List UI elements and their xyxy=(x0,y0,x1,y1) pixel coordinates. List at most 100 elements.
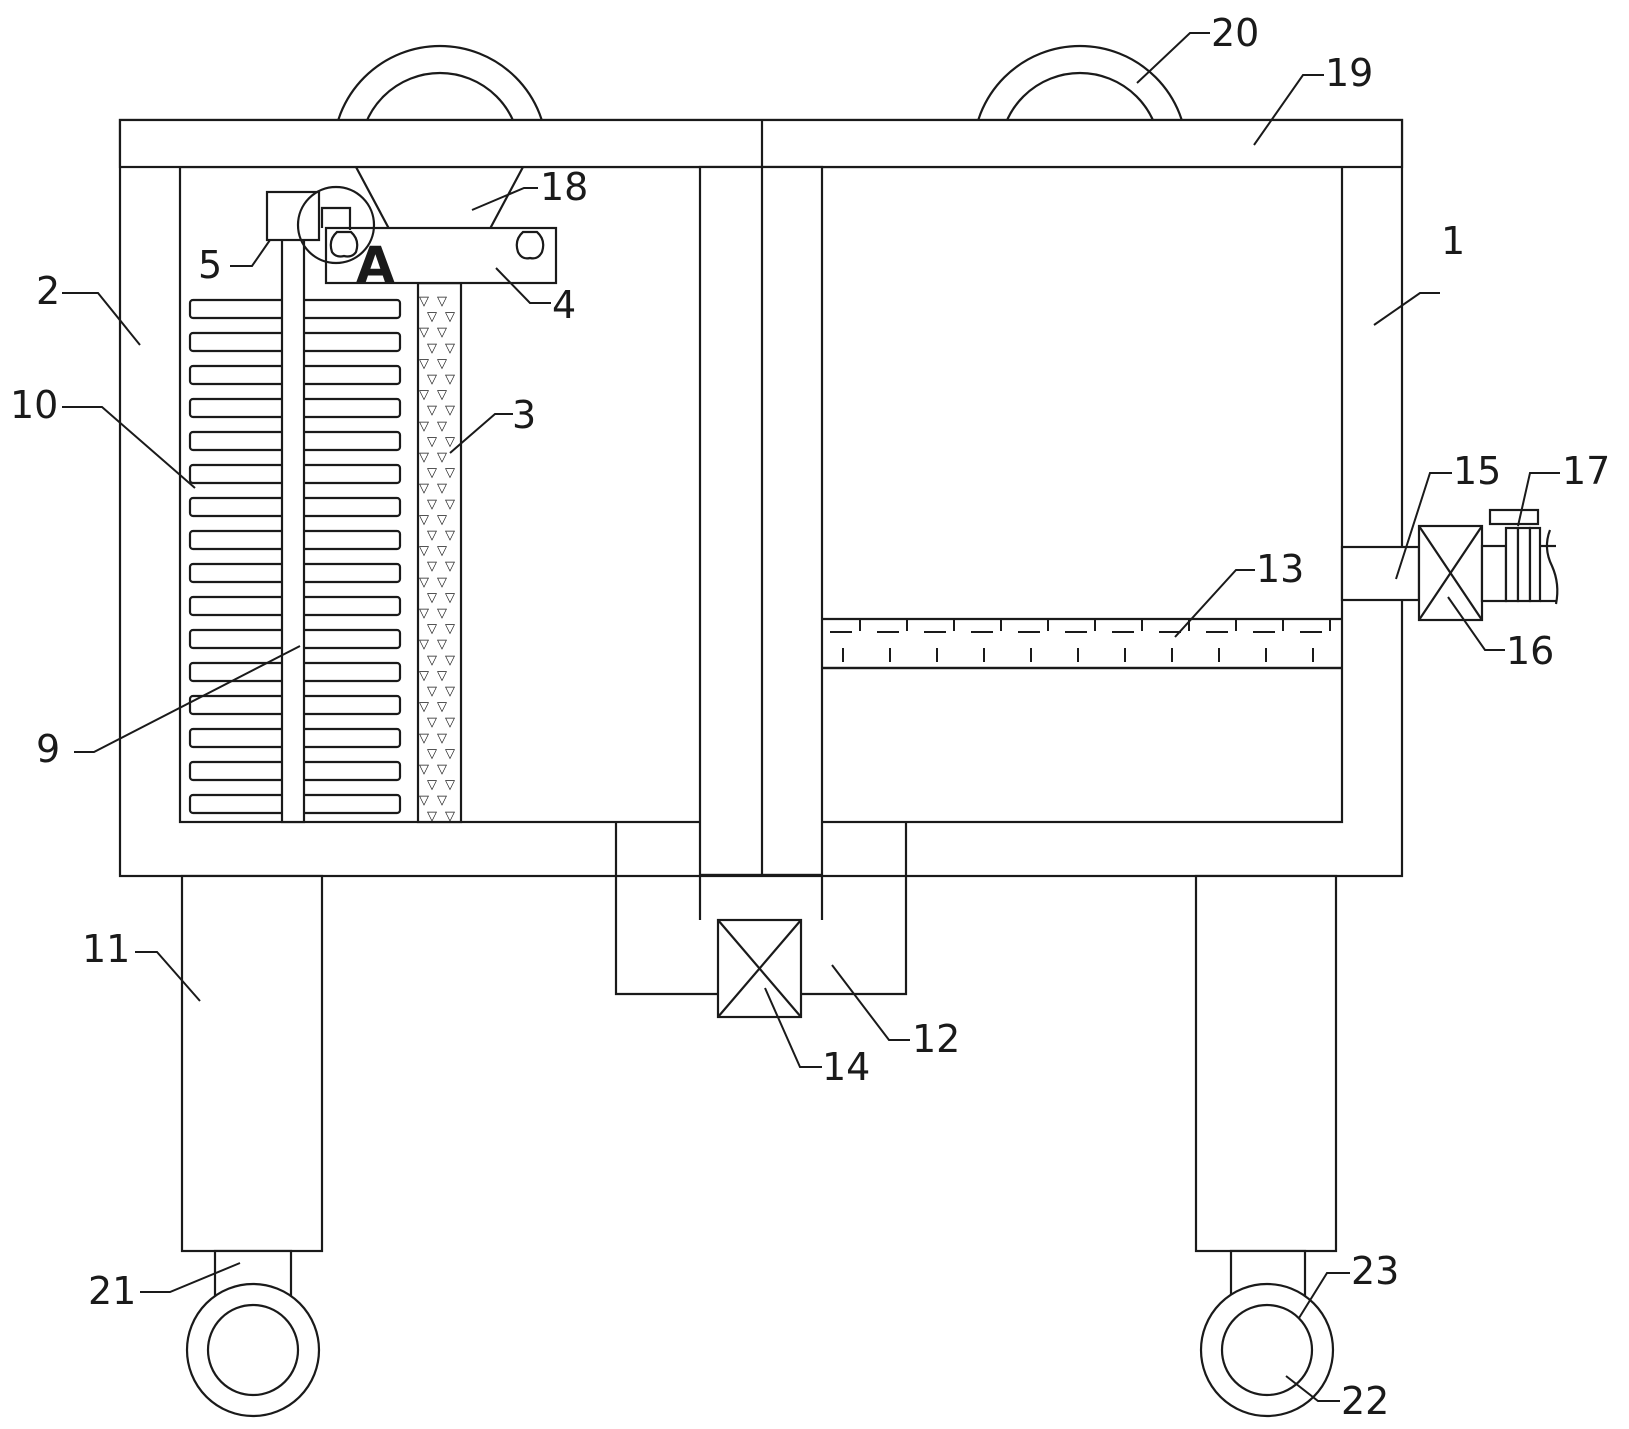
media-dot: ▽ xyxy=(419,731,429,746)
central-divider xyxy=(698,165,824,877)
media-dot: ▽ xyxy=(419,544,429,559)
media-dot: ▽ xyxy=(437,450,447,465)
media-dot: ▽ xyxy=(445,778,455,793)
media-dot: ▽ xyxy=(419,606,429,621)
media-dot: ▽ xyxy=(427,466,437,481)
callout-13: 13 xyxy=(1256,547,1304,591)
media-dot: ▽ xyxy=(437,762,447,777)
media-dot: ▽ xyxy=(437,700,447,715)
media-dot: ▽ xyxy=(437,512,447,527)
filter-plate xyxy=(822,617,1342,670)
media-dot: ▽ xyxy=(437,793,447,808)
media-dot: ▽ xyxy=(437,606,447,621)
media-dot: ▽ xyxy=(445,528,455,543)
media-dot: ▽ xyxy=(437,544,447,559)
filter-ticks xyxy=(842,620,1331,662)
media-dot: ▽ xyxy=(437,325,447,340)
media-dot: ▽ xyxy=(437,388,447,403)
callout-14: 14 xyxy=(822,1045,870,1089)
media-dot: ▽ xyxy=(427,746,437,761)
bracket xyxy=(324,226,558,285)
callout-16: 16 xyxy=(1506,629,1554,673)
media-dot: ▽ xyxy=(427,809,437,824)
callout-17: 17 xyxy=(1562,449,1610,493)
detail-marker: A xyxy=(356,236,395,294)
callout-22: 22 xyxy=(1341,1379,1389,1423)
callout-10: 10 xyxy=(10,383,58,427)
media-dot: ▽ xyxy=(445,341,455,356)
callout-12: 12 xyxy=(912,1017,960,1061)
media-dot: ▽ xyxy=(437,575,447,590)
media-dot: ▽ xyxy=(419,700,429,715)
media-dot: ▽ xyxy=(445,653,455,668)
callout-21: 21 xyxy=(88,1269,136,1313)
clamp-detail xyxy=(296,185,376,265)
media-dot: ▽ xyxy=(427,622,437,637)
media-dot: ▽ xyxy=(419,668,429,683)
callout-9: 9 xyxy=(36,727,60,771)
media-dot: ▽ xyxy=(427,341,437,356)
leg-right xyxy=(1194,874,1338,1253)
media-dot: ▽ xyxy=(427,590,437,605)
media-dot: ▽ xyxy=(427,778,437,793)
media-dot: ▽ xyxy=(445,310,455,325)
media-dot: ▽ xyxy=(419,575,429,590)
media-dot: ▽ xyxy=(419,325,429,340)
media-dot: ▽ xyxy=(437,637,447,652)
media-dot: ▽ xyxy=(445,497,455,512)
leg-left xyxy=(180,874,324,1253)
callout-5: 5 xyxy=(198,243,222,287)
media-dot: ▽ xyxy=(427,528,437,543)
media-dot: ▽ xyxy=(445,684,455,699)
media-dot: ▽ xyxy=(437,294,447,309)
media-dot: ▽ xyxy=(419,356,429,371)
media-dot: ▽ xyxy=(419,419,429,434)
lid xyxy=(118,118,1404,169)
media-dot: ▽ xyxy=(419,512,429,527)
media-dot: ▽ xyxy=(437,356,447,371)
callout-4: 4 xyxy=(552,283,576,327)
hose-connector xyxy=(1480,508,1559,605)
media-dot: ▽ xyxy=(445,559,455,574)
media-dot: ▽ xyxy=(419,762,429,777)
media-dot: ▽ xyxy=(427,434,437,449)
media-dot: ▽ xyxy=(445,715,455,730)
media-dot: ▽ xyxy=(419,294,429,309)
media-dot: ▽ xyxy=(445,809,455,824)
callout-1: 1 xyxy=(1441,219,1465,263)
callout-23: 23 xyxy=(1351,1249,1399,1293)
drain-valve xyxy=(716,918,803,1019)
media-dot: ▽ xyxy=(437,668,447,683)
outlet-pipe xyxy=(1340,545,1421,602)
media-dot: ▽ xyxy=(445,746,455,761)
media-dot: ▽ xyxy=(419,793,429,808)
media-dot: ▽ xyxy=(445,466,455,481)
media-dot: ▽ xyxy=(427,715,437,730)
filter-column: ▽▽▽▽▽▽▽▽▽▽▽▽▽▽▽▽▽▽▽▽▽▽▽▽▽▽▽▽▽▽▽▽▽▽▽▽▽▽▽▽… xyxy=(416,281,463,824)
rotating-shaft xyxy=(280,218,306,824)
media-dot: ▽ xyxy=(427,684,437,699)
media-dot: ▽ xyxy=(419,388,429,403)
leader-lines xyxy=(62,32,1560,1402)
outlet-valve xyxy=(1417,524,1484,622)
callout-18: 18 xyxy=(540,165,588,209)
wheel-left xyxy=(185,1282,321,1418)
media-dot: ▽ xyxy=(445,403,455,418)
filter-media-dots: ▽▽▽▽▽▽▽▽▽▽▽▽▽▽▽▽▽▽▽▽▽▽▽▽▽▽▽▽▽▽▽▽▽▽▽▽▽▽▽▽… xyxy=(419,294,455,824)
media-dot: ▽ xyxy=(427,559,437,574)
callout-19: 19 xyxy=(1325,51,1373,95)
media-dot: ▽ xyxy=(445,590,455,605)
callout-15: 15 xyxy=(1453,449,1501,493)
media-dot: ▽ xyxy=(445,372,455,387)
media-dot: ▽ xyxy=(427,653,437,668)
motor xyxy=(265,190,321,242)
callout-3: 3 xyxy=(512,393,536,437)
media-dot: ▽ xyxy=(419,637,429,652)
media-dot: ▽ xyxy=(427,497,437,512)
media-dot: ▽ xyxy=(437,419,447,434)
media-dot: ▽ xyxy=(419,481,429,496)
callout-11: 11 xyxy=(82,927,130,971)
media-dot: ▽ xyxy=(427,310,437,325)
media-dot: ▽ xyxy=(437,731,447,746)
